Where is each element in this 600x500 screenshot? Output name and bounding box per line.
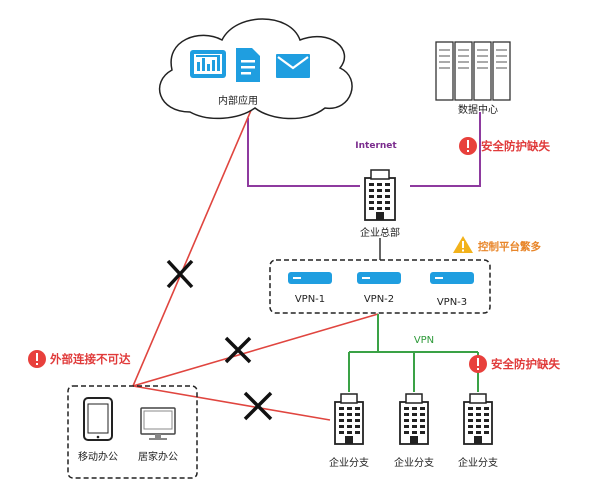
- document-app-icon: [236, 48, 260, 82]
- branch-1: 企业分支: [329, 393, 369, 469]
- remote-to-branch-line: [132, 385, 331, 421]
- branch-1-label: 企业分支: [329, 456, 369, 469]
- server-icon: [430, 272, 474, 284]
- control-warning-text: 控制平台繁多: [478, 240, 541, 253]
- cloud-label: 内部应用: [218, 94, 258, 107]
- hq-label: 企业总部: [360, 226, 400, 239]
- remote-to-cloud-line: [132, 107, 253, 387]
- branch-warning-text: 安全防护缺失: [491, 357, 560, 371]
- hq-building: 企业总部: [360, 169, 400, 239]
- branch-warning: 安全防护缺失: [469, 355, 560, 373]
- blocked-x-cloud: [166, 259, 194, 289]
- internet-link-datacenter: [410, 112, 481, 187]
- branch-2: 企业分支: [394, 393, 434, 469]
- remote-workers-border: [67, 385, 198, 479]
- blocked-x-vpn: [224, 336, 252, 364]
- mail-app-icon: [276, 54, 310, 78]
- control-platform-warning: 控制平台繁多: [453, 236, 541, 253]
- vpn-link-label: VPN: [414, 335, 434, 346]
- blocked-x-marks: [166, 259, 273, 421]
- server-rack-icon: [435, 41, 511, 101]
- blocked-x-branch: [243, 391, 273, 421]
- building-icon: [399, 393, 429, 445]
- vpn-cluster-border: [269, 259, 491, 314]
- monitor-icon: [140, 407, 176, 440]
- remote-to-vpn-line: [132, 313, 379, 387]
- datacenter-warning-text: 安全防护缺失: [481, 139, 550, 153]
- mobile-node: 移动办公: [78, 397, 118, 463]
- connections: [132, 107, 481, 421]
- vpn-1-label: VPN-1: [295, 294, 325, 305]
- building-icon: [463, 393, 493, 445]
- server-icon: [288, 272, 332, 284]
- mobile-label: 移动办公: [78, 450, 118, 463]
- home-node: 居家办公: [138, 407, 178, 463]
- datacenter-warning: 安全防护缺失: [459, 137, 550, 155]
- vpn-cluster: VPN-1 VPN-2 VPN-3: [269, 259, 491, 314]
- building-icon: [364, 169, 396, 221]
- branch-2-label: 企业分支: [394, 456, 434, 469]
- internet-link-cloud: [247, 118, 360, 187]
- branch-3: 企业分支: [458, 393, 498, 469]
- vpn-1-node: VPN-1: [288, 272, 332, 305]
- vpn-3-node: VPN-3: [430, 272, 474, 308]
- dashboard-app-icon: [190, 50, 226, 78]
- vpn-3-label: VPN-3: [437, 297, 467, 308]
- cloud-internal-apps: 内部应用: [158, 18, 353, 120]
- external-warning: 外部连接不可达: [28, 350, 131, 368]
- server-icon: [357, 272, 401, 284]
- external-warning-text: 外部连接不可达: [49, 352, 131, 366]
- vpn-2-label: VPN-2: [364, 294, 394, 305]
- vpn-2-node: VPN-2: [357, 272, 401, 305]
- branch-3-label: 企业分支: [458, 456, 498, 469]
- home-label: 居家办公: [138, 450, 178, 463]
- phone-icon: [83, 397, 113, 441]
- internet-label: Internet: [355, 141, 397, 151]
- datacenter-label: 数据中心: [458, 103, 498, 116]
- datacenter-node: 数据中心: [435, 41, 511, 116]
- remote-workers: 移动办公 居家办公: [67, 385, 198, 479]
- building-icon: [334, 393, 364, 445]
- vpn-tree: [348, 314, 479, 392]
